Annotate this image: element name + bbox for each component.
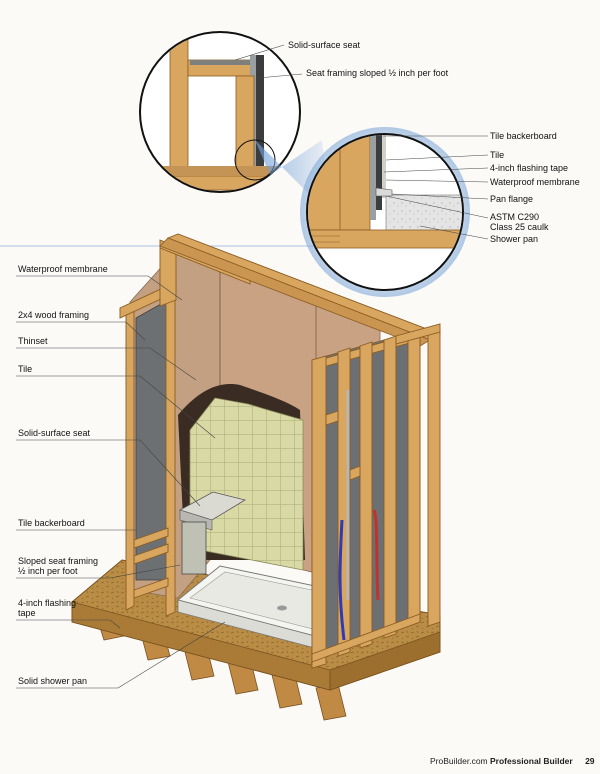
callout-solid-shower-pan: Solid shower pan	[18, 676, 88, 686]
callout-sloped-seat-framing: Sloped seat framing ½ inch per foot	[18, 556, 99, 576]
callout-thinset: Thinset	[18, 336, 48, 346]
page-number: 29	[585, 756, 595, 766]
detail-label-waterproof-membrane: Waterproof membrane	[490, 177, 580, 187]
detail-label-solid-surface-seat: Solid-surface seat	[288, 40, 361, 50]
detail-label-pan-flange: Pan flange	[490, 194, 534, 204]
callout-flashing-tape: 4-inch flashing tape	[18, 598, 77, 618]
detail-label-flashing-tape: 4-inch flashing tape	[490, 163, 569, 173]
callout-solid-surface-seat: Solid-surface seat	[18, 428, 91, 438]
detail-label-seat-framing-sloped: Seat framing sloped ½ inch per foot	[306, 68, 449, 78]
callout-waterproof-membrane: Waterproof membrane	[18, 264, 108, 274]
page-footer: ProBuilder.com Professional Builder 29	[430, 756, 595, 766]
plumbing-pipes	[338, 390, 380, 641]
footer-magazine: Professional Builder	[490, 756, 573, 766]
tile-field	[189, 397, 304, 571]
callout-wood-framing: 2x4 wood framing	[18, 310, 90, 320]
seat-assembly	[178, 491, 247, 575]
detail-circle-seat	[139, 31, 301, 193]
detail-label-tile-backerboard: Tile backerboard	[490, 131, 557, 141]
detail-label-caulk: ASTM C290 Class 25 caulk	[490, 212, 549, 232]
leader-lines	[16, 44, 489, 689]
detail-circle-pan	[300, 127, 470, 297]
footer-site: ProBuilder.com	[430, 756, 488, 766]
detail-label-shower-pan: Shower pan	[490, 234, 539, 244]
callout-tile-backerboard: Tile backerboard	[18, 518, 85, 528]
callout-tile: Tile	[18, 364, 33, 374]
detail-label-tile: Tile	[490, 150, 505, 160]
